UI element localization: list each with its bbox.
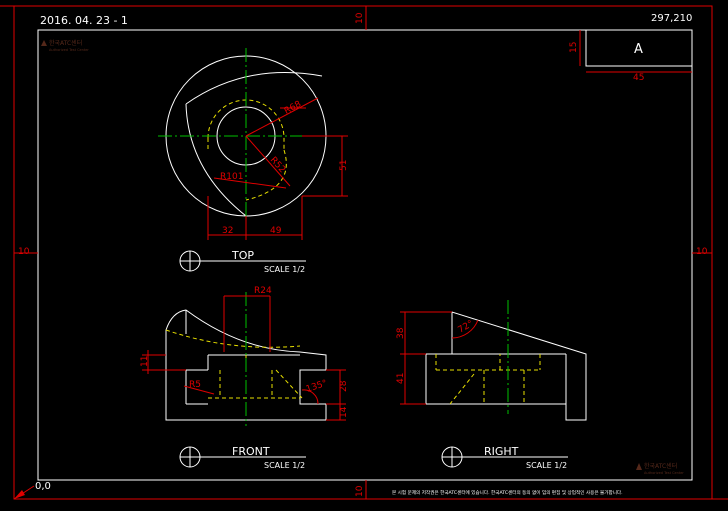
dim-38: 38	[396, 327, 406, 339]
logo-bottom-right: 한국ATC센터 Authorized Test Center	[636, 462, 684, 475]
right-view: 72° 38 41	[396, 300, 587, 421]
dim-135-deg: 135°	[305, 379, 329, 395]
dim-51: 51	[339, 160, 349, 171]
copyright-notice: 본 시험 문제의 저작권은 한국ATC센터에 있습니다. 한국ATC센터의 동의…	[392, 489, 623, 496]
front-view-title: FRONT	[232, 445, 270, 458]
margin-bottom-label: 10	[355, 485, 365, 497]
margin-top-label: 10	[355, 12, 365, 24]
logo-text: 한국ATC센터	[644, 462, 677, 470]
logo-text: 한국ATC센터	[49, 39, 82, 47]
dim-r68: R68	[283, 99, 304, 116]
right-view-scale: SCALE 1/2	[526, 461, 567, 470]
margin-right-label: 10	[696, 247, 708, 257]
dim-72-deg: 72°	[457, 319, 476, 336]
margin-left-label: 10	[18, 247, 30, 257]
dim-14: 14	[339, 406, 349, 418]
logo-top-left: 한국ATC센터 Authorized Test Center	[41, 39, 89, 52]
dim-32: 32	[222, 226, 233, 236]
front-view-scale: SCALE 1/2	[264, 461, 305, 470]
top-view: R68 R52 R101 51 32 49	[158, 48, 349, 240]
dim-r24: R24	[254, 286, 272, 296]
right-view-title: RIGHT	[484, 445, 519, 458]
top-view-scale: SCALE 1/2	[264, 265, 305, 274]
front-view: R24 11 R5 135° 28 14	[140, 286, 349, 426]
sheet-size: 297,210	[651, 13, 692, 24]
logo-subtext: Authorized Test Center	[644, 471, 684, 475]
dim-41: 41	[396, 373, 406, 384]
dim-r101: R101	[220, 172, 243, 182]
title-block: A 15 45	[569, 29, 693, 83]
sheet-frame	[0, 5, 728, 500]
logo-subtext: Authorized Test Center	[49, 48, 89, 52]
dim-11: 11	[140, 356, 150, 367]
dim-r5: R5	[189, 380, 201, 390]
right-view-label: RIGHT SCALE 1/2	[441, 445, 568, 470]
dim-49: 49	[270, 226, 282, 236]
sheet-origin: 0,0	[35, 481, 51, 492]
sheet-date: 2016. 04. 23 - 1	[40, 14, 128, 27]
top-view-title: TOP	[231, 249, 254, 262]
title-block-letter: A	[634, 42, 643, 57]
dim-28: 28	[339, 380, 349, 392]
dim-r52: R52	[268, 155, 287, 175]
title-width-dim: 45	[633, 73, 644, 83]
top-view-label: TOP SCALE 1/2	[179, 249, 306, 274]
title-height-dim: 15	[569, 42, 579, 53]
front-view-label: FRONT SCALE 1/2	[179, 445, 306, 470]
